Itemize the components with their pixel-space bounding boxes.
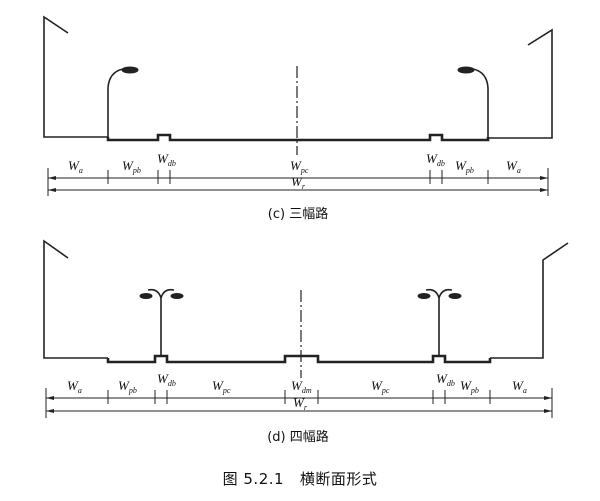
- label-wpb-right-c: Wpb: [455, 158, 474, 175]
- label-wpb-left-c: Wpb: [122, 158, 141, 175]
- street-lamp-left-d: [139, 288, 184, 356]
- label-wpb-right-d: Wpb: [460, 378, 479, 395]
- right-building-c: [488, 28, 553, 139]
- caption-c: (c) 三幅路: [268, 206, 328, 222]
- figure-title: 图 5.2.1 横断面形式: [223, 470, 378, 488]
- label-wdb-right-d: Wdb: [436, 371, 455, 388]
- caption-d: (d) 四幅路: [267, 429, 329, 445]
- street-lamp-right-c: [457, 66, 489, 137]
- right-building-d: [490, 242, 569, 359]
- label-wdb-right-c: Wdb: [426, 151, 445, 168]
- street-lamp-right-d: [417, 288, 462, 356]
- cross-section-c: Wa Wpb Wdb Wpc Wdb Wpb Wa Wr (c) 三幅路: [43, 15, 553, 222]
- label-wa-right-c: Wa: [506, 158, 521, 175]
- label-wa-right-d: Wa: [512, 378, 527, 395]
- label-wa-left-c: Wa: [68, 158, 83, 175]
- label-wa-left-d: Wa: [67, 378, 82, 395]
- road-surface-c: [106, 133, 490, 142]
- label-wr-c: Wr: [291, 174, 306, 191]
- label-wdb-left-c: Wdb: [157, 151, 176, 168]
- dimension-labels-c: Wa Wpb Wdb Wpc Wdb Wpb Wa Wr: [68, 151, 521, 191]
- label-wpc-c: Wpc: [290, 158, 309, 175]
- label-wdm-d: Wdm: [291, 378, 312, 395]
- dimension-labels-d: Wa Wpb Wdb Wpc Wdm Wpc Wdb Wpb Wa Wr: [67, 371, 527, 412]
- label-wr-d: Wr: [293, 395, 308, 412]
- label-wdb-left-d: Wdb: [157, 371, 176, 388]
- dimension-lines-d: [45, 388, 553, 418]
- road-surface-d: [106, 354, 492, 364]
- left-building-d: [43, 239, 108, 359]
- left-building-c: [43, 15, 108, 138]
- label-wpb-left-d: Wpb: [118, 378, 137, 395]
- dimension-lines-c: [47, 168, 549, 196]
- street-lamp-left-c: [107, 66, 139, 137]
- label-wpc-right-d: Wpc: [371, 378, 390, 395]
- dimension-arrows-c: [48, 176, 548, 192]
- label-wpc-left-d: Wpc: [212, 378, 231, 395]
- cross-section-d: Wa Wpb Wdb Wpc Wdm Wpc Wdb Wpb Wa Wr (d)…: [43, 239, 569, 445]
- dimension-arrows-d: [46, 396, 552, 413]
